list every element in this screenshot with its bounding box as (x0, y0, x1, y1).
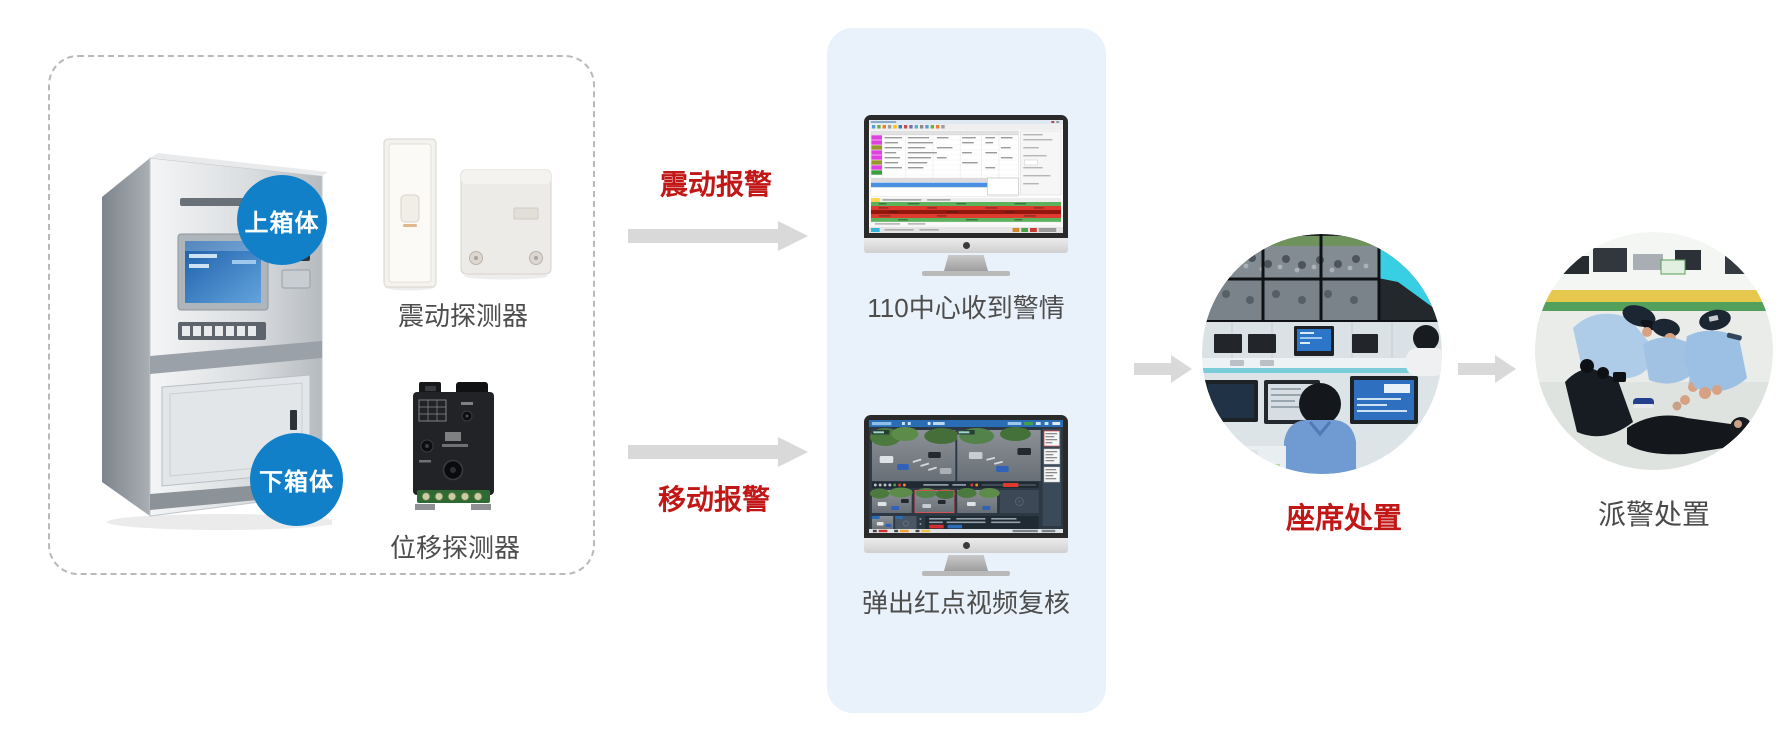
police-disposal-label: 派警处置 (1597, 499, 1711, 530)
to-dispatch-arrow-icon (1458, 354, 1516, 389)
displacement-detector-label: 位移探测器 (389, 533, 521, 563)
monitor-logo-dot-icon (962, 242, 970, 249)
monitor2-caption: 弹出红点视频复核 (861, 588, 1071, 618)
vibration-alarm-label: 震动报警 (659, 169, 773, 200)
seat-disposal-label: 座席处置 (1285, 503, 1403, 535)
displacement-sensor-photo (409, 382, 498, 511)
monitor-chin (864, 538, 1068, 553)
monitor-stand (944, 555, 988, 571)
upper-box-callout: 上箱体 (237, 175, 327, 265)
monitor-logo-dot-icon (962, 542, 970, 549)
alarm-console-screen (864, 115, 1068, 238)
vibration-detector-label: 震动探测器 (397, 301, 529, 331)
video-review-monitor (864, 415, 1068, 576)
police-arrest-photo (1535, 232, 1773, 470)
movement-alarm-label: 移动报警 (657, 484, 771, 515)
movement-flow-arrow-icon (628, 436, 808, 473)
to-seat-arrow-icon (1134, 354, 1192, 389)
atm-sensors-group-box (48, 55, 595, 575)
monitor-stand (944, 255, 988, 271)
vibration-sensor-strip-photo (381, 137, 439, 291)
monitor-chin (864, 238, 1068, 253)
lower-box-callout: 下箱体 (250, 433, 343, 526)
monitor-base (922, 571, 1010, 576)
monitor-base (922, 271, 1010, 276)
lower-box-label: 下箱体 (259, 469, 334, 496)
vibration-flow-arrow-icon (628, 220, 808, 257)
control-room-photo (1202, 234, 1442, 474)
alarm-console-monitor (864, 115, 1068, 276)
video-review-screen (864, 415, 1068, 538)
upper-box-label: 上箱体 (244, 209, 320, 237)
monitor1-caption: 110中心收到警情 (867, 293, 1065, 323)
vibration-sensor-box-photo (459, 166, 554, 280)
